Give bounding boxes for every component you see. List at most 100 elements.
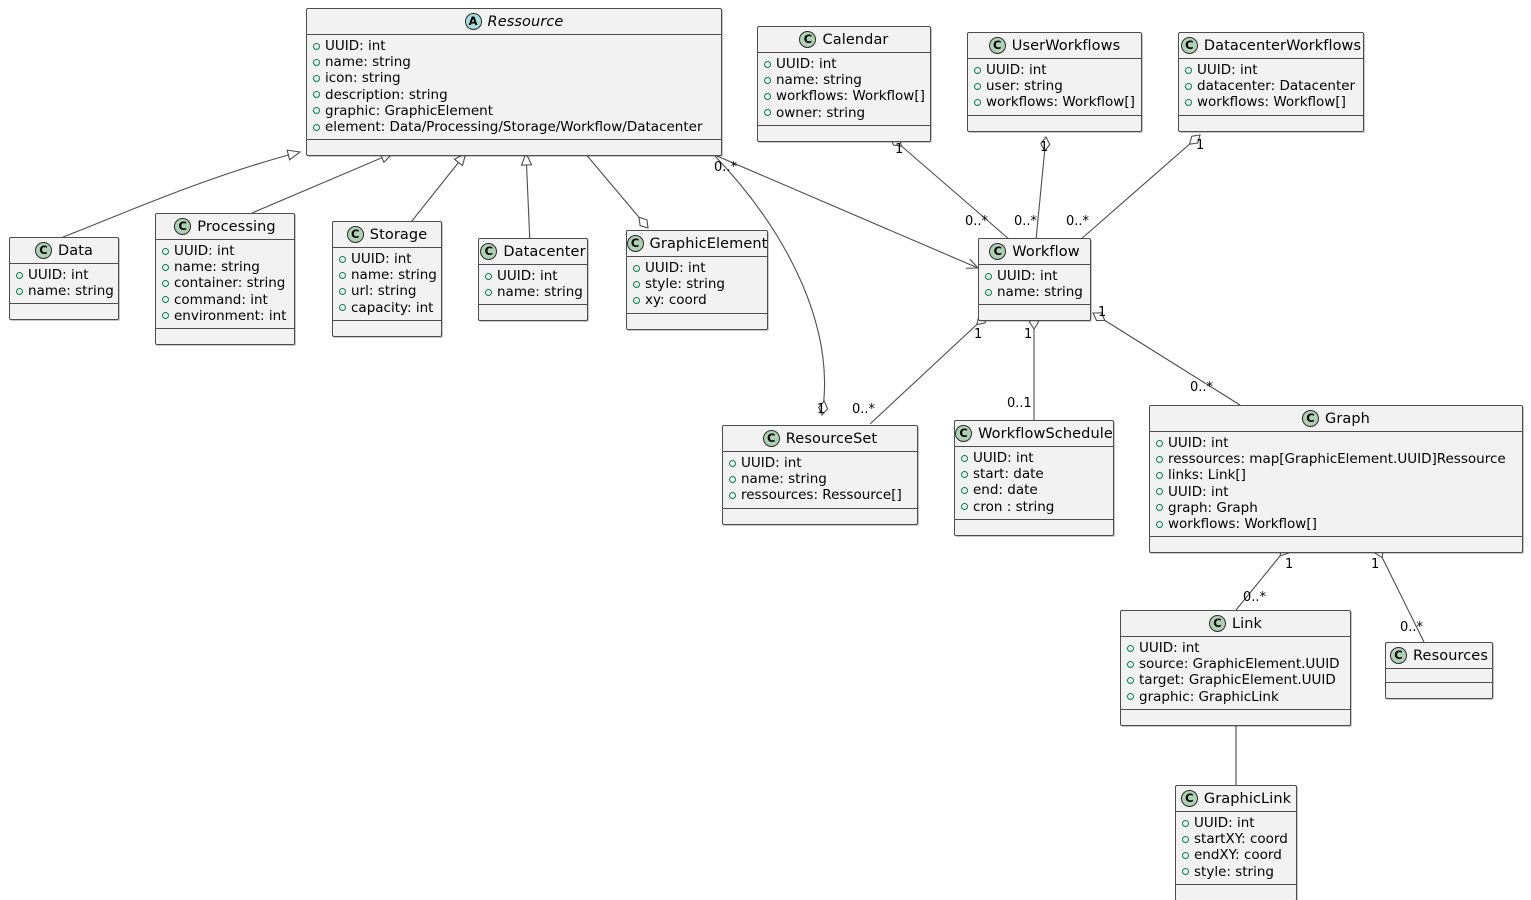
- class-box-userworkflows[interactable]: C UserWorkflows UUID: int user: string w…: [967, 32, 1142, 132]
- class-header-graphiclink: C GraphicLink: [1176, 786, 1296, 812]
- class-header-resourceset: C ResourceSet: [723, 426, 917, 452]
- attribute-text: name: string: [351, 267, 437, 284]
- class-header-data: C Data: [10, 238, 118, 264]
- class-header-link: C Link: [1121, 611, 1350, 637]
- class-icon: C: [762, 430, 780, 447]
- edge-calendar-workflow: [891, 137, 1011, 241]
- class-methods-userworkflows: [968, 116, 1141, 131]
- class-box-resources[interactable]: C Resources: [1385, 642, 1493, 699]
- attribute-row: ressources: Ressource[]: [729, 487, 911, 503]
- attribute-text: command: int: [174, 291, 268, 308]
- visibility-public-icon: [764, 93, 771, 100]
- class-icon: C: [1208, 615, 1226, 632]
- visibility-public-icon: [1127, 660, 1134, 668]
- class-name-graphiclink: GraphicLink: [1203, 790, 1292, 807]
- class-box-graphicelement[interactable]: C GraphicElement UUID: int style: string…: [626, 230, 768, 330]
- attribute-row: icon: string: [313, 70, 715, 86]
- class-box-link[interactable]: C Link UUID: int source: GraphicElement.…: [1120, 610, 1351, 726]
- class-box-storage[interactable]: C Storage UUID: int name: string url: st…: [332, 221, 442, 337]
- class-name-datacenter: Datacenter: [503, 243, 586, 260]
- class-box-processing[interactable]: C Processing UUID: int name: string cont…: [155, 213, 295, 346]
- class-icon: C: [955, 425, 973, 442]
- attribute-row: name: string: [313, 54, 715, 70]
- attribute-row: UUID: int: [729, 455, 911, 471]
- class-attributes-storage: UUID: int name: string url: string capac…: [333, 248, 441, 321]
- edge-processing-ressource: [251, 152, 395, 214]
- class-box-workflow[interactable]: C Workflow UUID: int name: string: [978, 238, 1091, 322]
- multiplicity-label: 0..*: [852, 402, 876, 417]
- class-name-link: Link: [1231, 615, 1263, 632]
- attribute-row: container: string: [162, 275, 288, 291]
- class-box-resourceset[interactable]: C ResourceSet UUID: int name: string res…: [722, 425, 918, 525]
- visibility-public-icon: [1156, 488, 1163, 496]
- visibility-public-icon: [313, 107, 320, 115]
- attribute-text: capacity: int: [351, 299, 434, 316]
- attribute-text: UUID: int: [986, 62, 1047, 78]
- visibility-public-icon: [974, 99, 981, 106]
- attribute-row: UUID: int: [16, 267, 112, 283]
- class-name-datacenterworkflows: DatacenterWorkflows: [1203, 37, 1362, 54]
- attribute-text: name: string: [174, 259, 260, 276]
- class-box-graph[interactable]: C Graph UUID: int ressources: map[Graphi…: [1149, 405, 1523, 554]
- attribute-text: description: string: [325, 86, 448, 103]
- attribute-text: UUID: int: [1168, 435, 1229, 451]
- class-name-processing: Processing: [197, 218, 276, 235]
- class-methods-datacenterworkflows: [1179, 116, 1363, 131]
- attribute-row: UUID: int: [1127, 640, 1344, 656]
- attribute-text: UUID: int: [776, 56, 837, 72]
- class-name-resourceset: ResourceSet: [785, 430, 878, 447]
- class-header-graph: C Graph: [1150, 406, 1522, 432]
- attribute-row: workflows: Workflow[]: [1156, 516, 1516, 532]
- class-name-workflow: Workflow: [1012, 243, 1080, 260]
- class-box-workflowschedule[interactable]: C WorkflowSchedule UUID: int start: date…: [954, 420, 1114, 536]
- class-attributes-processing: UUID: int name: string container: string…: [156, 240, 294, 330]
- attribute-row: workflows: Workflow[]: [764, 88, 925, 104]
- visibility-public-icon: [485, 288, 492, 296]
- visibility-public-icon: [162, 312, 169, 320]
- class-header-workflowschedule: C WorkflowSchedule: [955, 421, 1113, 447]
- class-icon: C: [1180, 790, 1198, 807]
- attribute-row: UUID: int: [764, 56, 924, 72]
- attribute-row: name: string: [764, 72, 924, 88]
- class-methods-datacenter: [479, 305, 587, 320]
- attribute-text: name: string: [325, 54, 411, 71]
- class-name-graph: Graph: [1325, 410, 1370, 427]
- class-box-graphiclink[interactable]: C GraphicLink UUID: int startXY: coord e…: [1175, 785, 1297, 900]
- class-icon: C: [626, 235, 644, 252]
- attribute-row: UUID: int: [313, 38, 715, 54]
- attribute-text: style: string: [1194, 863, 1274, 880]
- attribute-text: ressources: map[GraphicElement.UUID]Ress…: [1168, 451, 1506, 468]
- class-name-userworkflows: UserWorkflows: [1011, 37, 1121, 54]
- multiplicity-label: 1: [895, 142, 904, 157]
- class-attributes-graphicelement: UUID: int style: string xy: coord: [627, 257, 767, 314]
- class-name-workflowschedule: WorkflowSchedule: [978, 425, 1113, 442]
- attribute-row: UUID: int: [162, 243, 288, 259]
- class-header-graphicelement: C GraphicElement: [626, 231, 768, 257]
- attribute-row: workflows: Workflow[]: [1185, 94, 1357, 110]
- class-icon: C: [1302, 410, 1319, 427]
- attribute-text: links: Link[]: [1168, 467, 1246, 484]
- visibility-public-icon: [729, 492, 736, 499]
- attribute-row: name: string: [16, 283, 114, 299]
- multiplicity-label: 0..*: [1190, 380, 1214, 395]
- class-header-userworkflows: C UserWorkflows: [968, 33, 1141, 59]
- class-name-ressource: Ressource: [487, 13, 564, 30]
- class-box-datacenterworkflows[interactable]: C DatacenterWorkflows UUID: int datacent…: [1178, 32, 1364, 132]
- class-box-data[interactable]: C Data UUID: int name: string: [9, 237, 119, 321]
- attribute-text: container: string: [174, 275, 286, 292]
- attribute-text: name: string: [497, 284, 583, 301]
- attribute-text: UUID: int: [28, 267, 89, 283]
- class-name-graphicelement: GraphicElement: [649, 235, 768, 252]
- class-header-workflow: C Workflow: [979, 239, 1090, 265]
- visibility-public-icon: [961, 487, 968, 494]
- attribute-row: xy: coord: [633, 292, 761, 308]
- class-box-ressource[interactable]: A Ressource UUID: int name: string icon:…: [306, 8, 722, 157]
- attribute-row: name: string: [485, 284, 583, 301]
- attribute-row: name: string: [729, 471, 911, 487]
- attribute-text: cron : string: [973, 498, 1055, 515]
- visibility-public-icon: [339, 271, 346, 279]
- class-box-calendar[interactable]: C Calendar UUID: int name: string workfl…: [757, 26, 931, 142]
- multiplicity-label: 0..*: [1243, 590, 1267, 605]
- class-box-datacenter[interactable]: C Datacenter UUID: int name: string: [478, 238, 588, 322]
- multiplicity-label: 0..*: [1014, 214, 1038, 229]
